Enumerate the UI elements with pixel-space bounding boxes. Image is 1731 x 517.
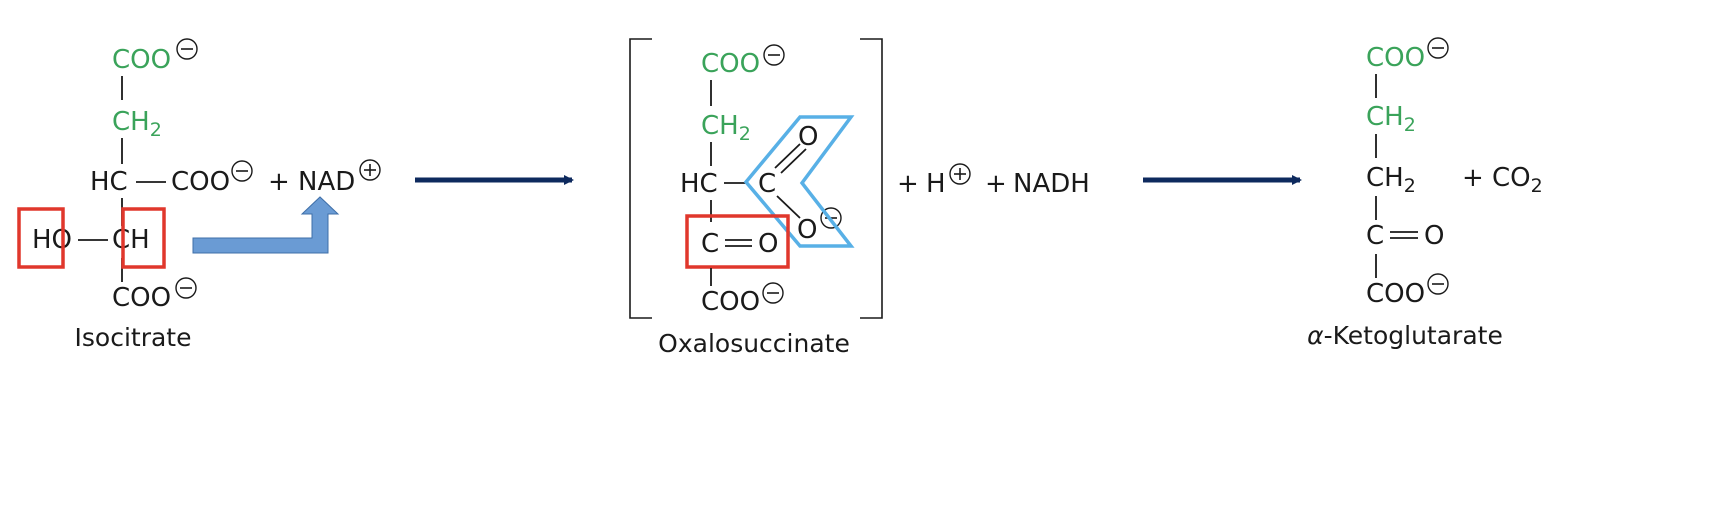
plus-sign: +: [1462, 163, 1484, 193]
negative-charge-icon: [175, 277, 197, 299]
negative-charge-icon: [1427, 273, 1449, 295]
negative-charge-icon: [1427, 37, 1449, 59]
ketoglutarate-coo-top: COO: [1366, 43, 1425, 73]
positive-charge-icon: [949, 163, 971, 185]
ketoglutarate-ch2-b: CH2: [1366, 163, 1416, 197]
isocitrate-coo-top: COO: [112, 45, 171, 75]
nadh-label: NADH: [1013, 169, 1090, 199]
negative-charge-icon: [763, 44, 785, 66]
plus-sign: +: [897, 169, 919, 199]
negative-charge-icon: [762, 282, 784, 304]
proton-label: H: [926, 169, 946, 199]
oxalosuccinate-coo-bottom: COO: [701, 287, 760, 317]
right-bracket: [860, 38, 883, 319]
isocitrate-ch2: CH2: [112, 107, 162, 141]
carboxyl-outline: [743, 115, 855, 248]
ketoglutarate-structure: COO CH2 CH2 C O COO α-Ketoglutarate + CO…: [1307, 37, 1543, 350]
ketoglutarate-c-keto: C: [1366, 221, 1384, 251]
double-bond: [780, 148, 807, 174]
nad-label: NAD: [298, 167, 355, 197]
left-bracket: [629, 38, 652, 319]
double-bond: [774, 143, 801, 169]
isocitrate-coo-side: COO: [171, 167, 230, 197]
oxalosuccinate-o-keto: O: [758, 229, 778, 259]
plus-sign: +: [268, 167, 290, 197]
isocitrate-hc: HC: [90, 167, 128, 197]
ketoglutarate-coo-bottom: COO: [1366, 279, 1425, 309]
oxalosuccinate-c-keto: C: [701, 229, 719, 259]
ketoglutarate-ch2-a: CH2: [1366, 102, 1416, 136]
isocitrate-structure: COO CH2 HC COO + NAD HO CH COO Isocitrat…: [17, 38, 381, 352]
negative-charge-icon: [231, 160, 253, 182]
oxalosuccinate-o-bottom: O: [797, 215, 817, 245]
isocitrate-label: Isocitrate: [75, 323, 192, 352]
oxalosuccinate-ch2: CH2: [701, 111, 751, 145]
ketoglutarate-o-keto: O: [1424, 221, 1444, 251]
co2-label: CO2: [1492, 163, 1543, 197]
isocitrate-coo-bottom: COO: [112, 283, 171, 313]
oxalosuccinate-coo-top: COO: [701, 49, 760, 79]
oxalosuccinate-c-side: C: [758, 169, 776, 199]
oxalosuccinate-o-top: O: [798, 122, 818, 152]
oxalosuccinate-structure: COO CH2 HC C O O C O COO Oxalosuccinate …: [629, 38, 1090, 358]
oxalosuccinate-hc: HC: [680, 169, 718, 199]
positive-charge-icon: [359, 159, 381, 181]
hydroxyl-highlight-box: [17, 207, 65, 269]
hydride-transfer-arrow: [192, 196, 340, 254]
bond: [776, 195, 801, 219]
carbonyl-highlight-box: [685, 214, 790, 269]
oxalosuccinate-label: Oxalosuccinate: [658, 329, 850, 358]
ketoglutarate-label: α-Ketoglutarate: [1307, 321, 1503, 350]
negative-charge-icon: [176, 38, 198, 60]
plus-sign: +: [985, 169, 1007, 199]
isocitrate-ch: CH: [112, 225, 150, 255]
hydrogen-highlight-box: [121, 207, 166, 269]
isocitrate-ho: HO: [32, 225, 72, 255]
